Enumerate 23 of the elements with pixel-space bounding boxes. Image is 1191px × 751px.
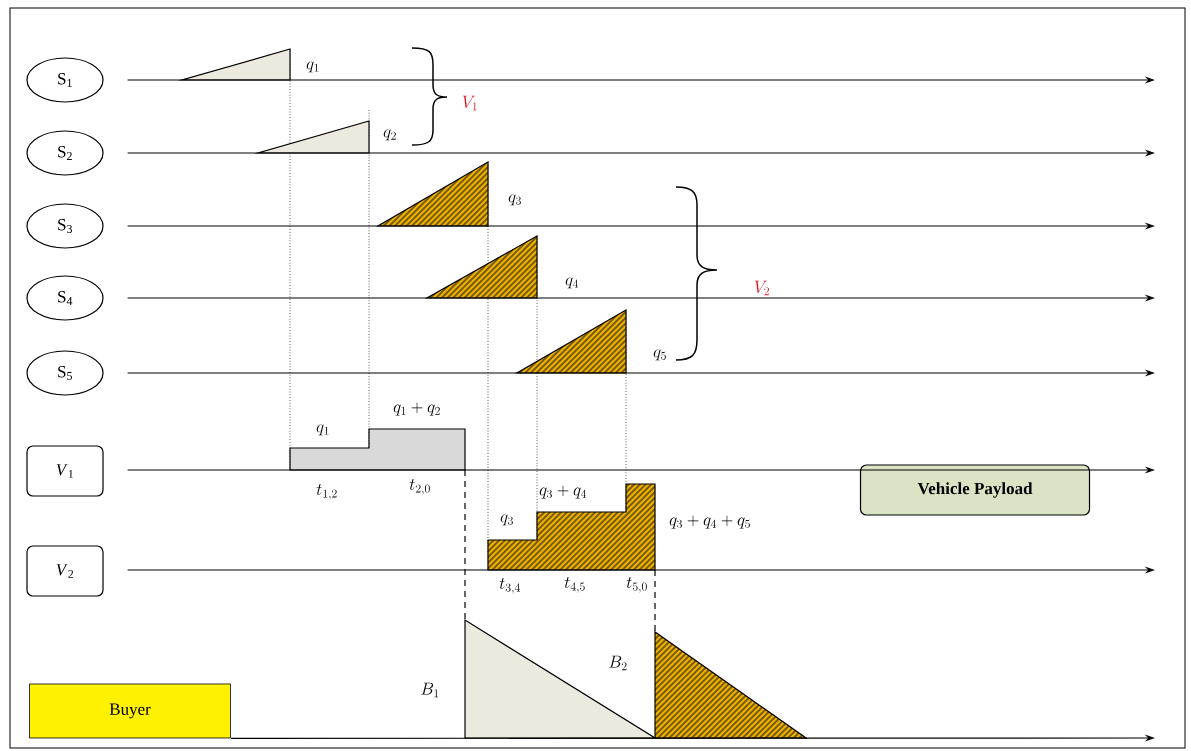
math-label: $q_{2}$ [383,129,396,141]
vehicle-label: $V_{2}$ [754,280,770,296]
math-label: $q_{3} + q_{4}$ [539,485,587,499]
math-label: $t_{4,5}$ [564,577,585,593]
math-label: $B_{1}$ [421,682,439,698]
math-label: $q_{1}$ [306,61,319,73]
math-label: $t_{5,0}$ [626,577,647,593]
math-label: $t_{2,0}$ [409,479,430,495]
vehicle-label: $V_{1}$ [462,95,477,111]
math-label: $q_{3} + q_{4} + q_{5}$ [669,515,750,529]
math-label: $q_{5}$ [653,349,666,361]
buyer-box: Buyer [29,683,231,739]
math-label: $q_{1}$ [316,424,329,436]
vehicle-box: V$_{2}$ [26,545,104,597]
math-label: $q_{3}$ [500,514,513,526]
payload-box: Vehicle Payload [859,464,1091,516]
vehicle-box: V$_{1}$ [26,445,104,497]
math-label: $q_{3}$ [508,194,521,206]
math-label: $q_{4}$ [565,277,579,289]
math-label: $t_{1,2}$ [316,484,337,500]
math-label: $t_{3,4}$ [499,578,520,594]
math-label: $B_{2}$ [609,655,627,671]
math-label: $q_{1} + q_{2}$ [393,402,440,416]
